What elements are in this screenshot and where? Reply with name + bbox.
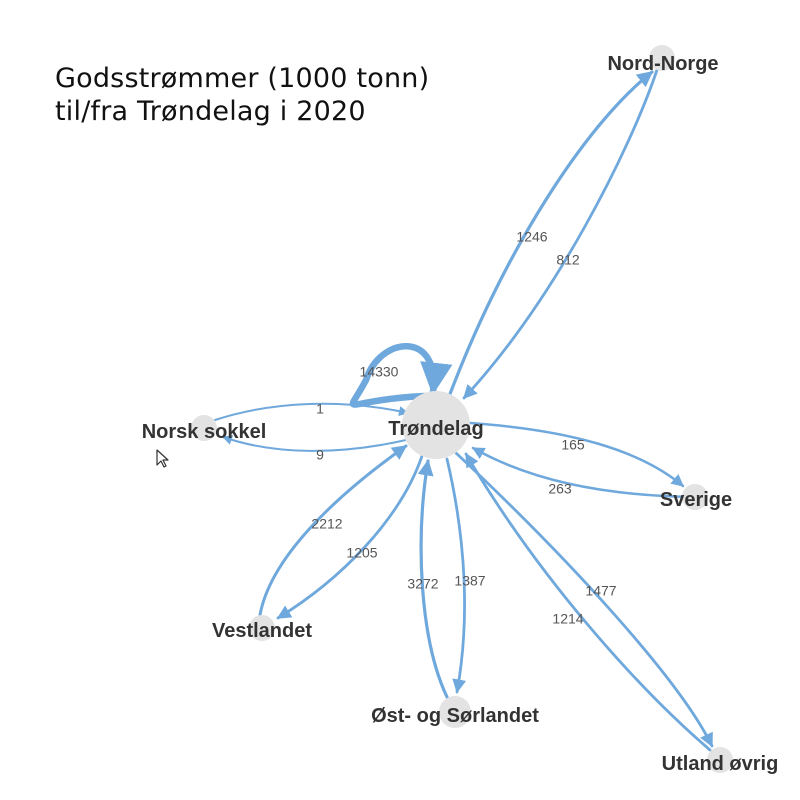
edge-sverige-to-trondelag (471, 446, 692, 499)
edge-trondelag-to-trondelag (349, 343, 453, 408)
edge-label-ost_sorlandet-to-trondelag: 3272 (407, 576, 438, 592)
edge-ost_sorlandet-to-trondelag (417, 459, 449, 699)
edge-label-utland_ovrig-to-trondelag: 1214 (552, 611, 583, 627)
edge-label-trondelag-to-vestlandet: 1205 (346, 545, 377, 561)
edge-layer (214, 68, 714, 752)
node-nord-norge[interactable] (649, 45, 675, 71)
edge-trondelag-to-norsk_sokkel (222, 435, 407, 452)
edge-norsk_sokkel-to-trondelag (214, 402, 409, 421)
node-layer (191, 45, 733, 773)
node-vestlandet[interactable] (249, 615, 275, 641)
node-label-trondelag: Trøndelag (388, 418, 484, 440)
mouse-cursor-icon (156, 449, 169, 468)
node-ost-sorlandet[interactable] (439, 696, 471, 728)
node-norsk-sokkel[interactable] (191, 415, 217, 441)
node-trondelag[interactable] (402, 391, 470, 459)
node-label-utland-ovrig: Utland øvrig (662, 753, 779, 775)
edge-nord_norge-to-trondelag (462, 68, 659, 400)
edge-label-vestlandet-to-trondelag: 2212 (311, 516, 342, 532)
edge-label-trondelag-to-utland_ovrig: 1477 (585, 583, 616, 599)
title-line-2: til/fra Trøndelag i 2020 (55, 96, 366, 127)
edge-label-sverige-to-trondelag: 263 (548, 481, 572, 497)
node-utland-ovrig[interactable] (707, 747, 733, 773)
title-line-1: Godsstrømmer (1000 tonn) (55, 63, 429, 94)
node-label-nord-norge: Nord-Norge (607, 53, 718, 75)
edge-label-norsk_sokkel-to-trondelag: 1 (316, 401, 324, 417)
edge-label-trondelag-to-trondelag: 14330 (360, 364, 399, 380)
edge-trondelag-to-vestlandet (276, 454, 424, 620)
edge-label-trondelag-to-sverige: 165 (561, 437, 585, 453)
edge-label-trondelag-to-norsk_sokkel: 9 (316, 447, 324, 463)
node-label-ost-sorlandet: Øst- og Sørlandet (371, 705, 539, 727)
edge-label-nord_norge-to-trondelag: 812 (556, 252, 580, 268)
edge-label-trondelag-to-nord_norge: 1246 (516, 229, 547, 245)
node-label-vestlandet: Vestlandet (212, 620, 312, 642)
edge-utland_ovrig-to-trondelag (464, 452, 712, 752)
node-sverige[interactable] (682, 484, 708, 510)
edge-trondelag-to-ost_sorlandet (445, 457, 467, 694)
edge-vestlandet-to-trondelag (258, 444, 408, 617)
edge-trondelag-to-utland_ovrig (454, 451, 714, 748)
diagram-title: Godsstrømmer (1000 tonn) til/fra Trøndel… (55, 63, 429, 127)
edge-trondelag-to-sverige (468, 421, 685, 488)
node-label-norsk-sokkel: Norsk sokkel (142, 421, 267, 443)
node-label-sverige: Sverige (660, 489, 732, 511)
edge-trondelag-to-nord_norge (448, 70, 654, 396)
edge-label-trondelag-to-ost_sorlandet: 1387 (454, 573, 485, 589)
